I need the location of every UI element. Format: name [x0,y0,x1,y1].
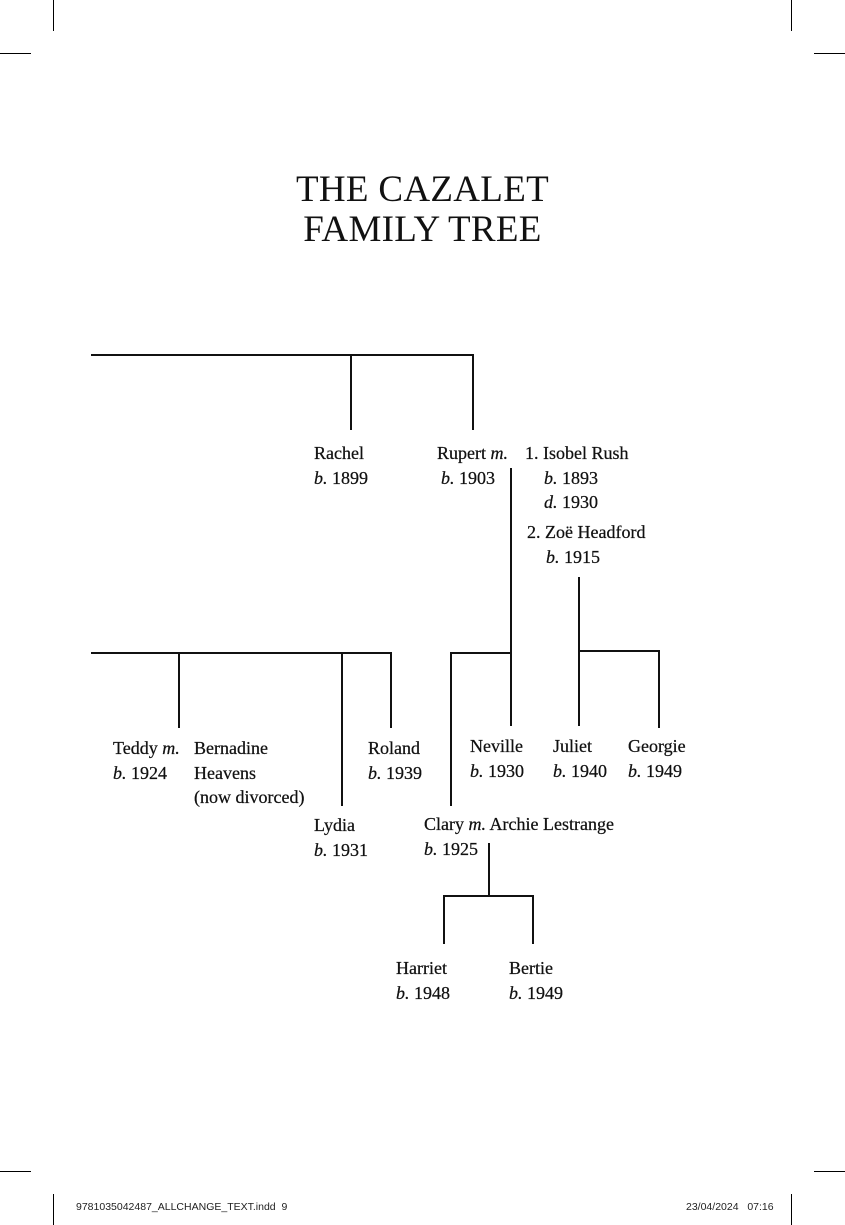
spouse-isobel-rush: 1. Isobel Rush b. 1893 d. 1930 [525,441,629,515]
birth-year: 1925 [442,838,478,859]
birth-year: 1930 [488,760,524,781]
person-name: Georgie [628,736,686,756]
crop-mark-top-left [53,0,54,31]
title-line-2: FAMILY TREE [303,209,542,250]
birth-year: 1949 [527,982,563,1003]
birth-year: 1903 [459,467,495,488]
spouse-zoe-headford: 2. Zoë Headford b. 1915 [527,520,646,569]
born-abbrev: b. [314,467,328,488]
person-name: Roland [368,738,420,758]
crop-mark-right-top [814,53,845,54]
person-name: Bertie [509,958,553,978]
spouse-archie-lestrange: Archie Lestrange [489,814,614,834]
footer-time: 07:16 [747,1201,774,1213]
person-name-line-1: Bernadine [194,738,268,758]
spouse-bernadine-heavens: Bernadine Heavens (now divorced) [194,736,305,810]
married-abbrev: m. [468,814,486,834]
birth-year: 1899 [332,467,368,488]
died-abbrev: d. [544,492,558,512]
footer-file-slug: 9781035042487_ALLCHANGE_TEXT.indd 9 [76,1201,287,1213]
person-teddy: Teddy m. b. 1924 [113,736,180,785]
born-abbrev: b. [628,760,642,781]
person-name: Rachel [314,443,364,463]
born-abbrev: b. [470,760,484,781]
person-name-line-2: Heavens [194,762,256,783]
born-abbrev: b. [314,839,328,860]
footer-filename: 9781035042487_ALLCHANGE_TEXT.indd [76,1201,276,1213]
married-abbrev: m. [162,738,180,758]
born-abbrev: b. [544,467,558,488]
born-abbrev: b. [546,546,560,567]
person-harriet: Harriet b. 1948 [396,956,450,1005]
birth-year: 1924 [131,762,167,783]
person-neville: Neville b. 1930 [470,734,524,783]
crop-mark-top-right [791,0,792,31]
born-abbrev: b. [424,838,438,859]
death-year: 1930 [562,492,598,512]
person-name: Lydia [314,815,355,835]
born-abbrev: b. [441,467,455,488]
person-name: Teddy [113,738,158,758]
person-clary: Clary m. Archie Lestrange b. 1925 [424,812,614,861]
married-abbrev: m. [490,443,508,463]
crop-mark-left-bottom [0,1171,31,1172]
person-bertie: Bertie b. 1949 [509,956,563,1005]
person-name: Juliet [553,736,592,756]
born-abbrev: b. [113,762,127,783]
spouse-number: 2. [527,522,541,542]
person-georgie: Georgie b. 1949 [628,734,686,783]
marriage-note: (now divorced) [194,787,305,807]
footer-timestamp: 23/04/2024 07:16 [686,1201,774,1213]
person-name: Neville [470,736,523,756]
person-juliet: Juliet b. 1940 [553,734,607,783]
person-name: Zoë Headford [545,522,646,542]
birth-year: 1948 [414,982,450,1003]
person-name: Rupert [437,443,486,463]
person-name: Isobel Rush [543,443,629,463]
birth-year: 1893 [562,467,598,488]
spouse-number: 1. [525,443,539,463]
birth-year: 1939 [386,762,422,783]
born-abbrev: b. [368,762,382,783]
crop-mark-bottom-right [791,1194,792,1225]
crop-mark-bottom-left [53,1194,54,1225]
person-roland: Roland b. 1939 [368,736,422,785]
person-rupert: Rupert m. b. 1903 [437,441,508,490]
page-title: THE CAZALET FAMILY TREE [0,170,845,250]
birth-year: 1949 [646,760,682,781]
crop-mark-right-bottom [814,1171,845,1172]
footer-date: 23/04/2024 [686,1201,739,1213]
person-name: Clary [424,814,464,834]
birth-year: 1940 [571,760,607,781]
person-name: Harriet [396,958,447,978]
birth-year: 1915 [564,546,600,567]
person-lydia: Lydia b. 1931 [314,813,368,862]
title-line-1: THE CAZALET [296,169,549,210]
birth-year: 1931 [332,839,368,860]
footer-page-number: 9 [281,1201,288,1213]
person-rachel: Rachel b. 1899 [314,441,368,490]
crop-mark-left-top [0,53,31,54]
born-abbrev: b. [509,982,523,1003]
born-abbrev: b. [396,982,410,1003]
born-abbrev: b. [553,760,567,781]
